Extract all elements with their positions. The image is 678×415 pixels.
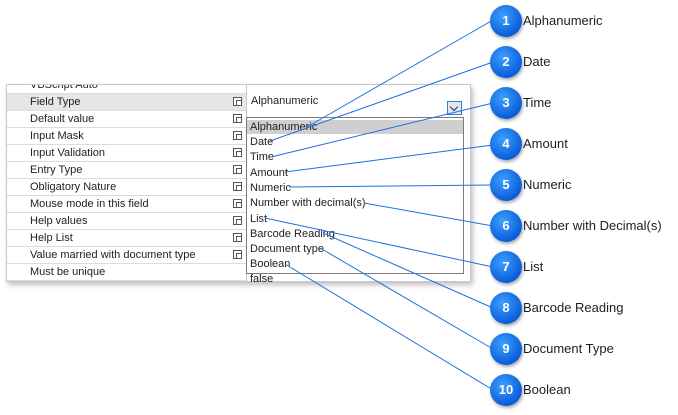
callout-label: Document Type <box>523 341 614 356</box>
property-row-partial-top[interactable]: VBScript Auto <box>7 84 246 94</box>
callout-line-2 <box>269 61 494 142</box>
property-row-help-list[interactable]: Help List <box>7 230 246 247</box>
property-row-default-value[interactable]: Default value <box>7 111 246 128</box>
callout-line-3 <box>270 102 494 158</box>
property-row-field-type[interactable]: Field Type <box>7 94 246 111</box>
property-row-partial-bottom[interactable]: Must be unique <box>7 264 246 281</box>
field-type-combobox[interactable]: Alphanumeric <box>247 93 470 110</box>
callout-line-1 <box>306 19 494 128</box>
property-label: Mouse mode in this field <box>30 198 149 210</box>
property-value: false <box>250 273 274 285</box>
option-numeric[interactable]: Numeric <box>250 182 291 194</box>
callout-number-badge: 2 <box>490 46 522 78</box>
option-boolean[interactable]: Boolean <box>250 258 291 270</box>
callout-9: 9 Document Type <box>490 333 678 365</box>
property-label: Input Mask <box>30 130 84 142</box>
callout-number-badge: 8 <box>490 292 522 324</box>
property-row-input-validation[interactable]: Input Validation <box>7 145 246 162</box>
callout-number-badge: 1 <box>490 5 522 37</box>
option-amount[interactable]: Amount <box>250 167 288 179</box>
callout-number-badge: 3 <box>490 87 522 119</box>
property-label: Must be unique <box>30 266 106 278</box>
callout-number-badge: 4 <box>490 128 522 160</box>
edit-icon[interactable] <box>233 199 242 208</box>
property-row-entry-type[interactable]: Entry Type <box>7 162 246 179</box>
edit-icon[interactable] <box>233 216 242 225</box>
callout-3: 3 Time <box>490 87 678 119</box>
callout-number-badge: 5 <box>490 169 522 201</box>
edit-icon[interactable] <box>233 114 242 123</box>
callout-line-7 <box>264 217 494 268</box>
callout-label: Boolean <box>523 382 571 397</box>
property-row-value-married[interactable]: Value married with document type <box>7 247 246 264</box>
callout-label: List <box>523 259 544 274</box>
callout-label: Numeric <box>523 177 572 192</box>
option-time[interactable]: Time <box>250 151 275 163</box>
callout-number-badge: 6 <box>490 210 522 242</box>
callout-number-badge: 7 <box>490 251 522 283</box>
callout-4: 4 Amount <box>490 128 678 160</box>
option-document-type[interactable]: Document type <box>250 243 324 255</box>
callout-line-8 <box>322 232 494 309</box>
property-row-help-values[interactable]: Help values <box>7 213 246 230</box>
callout-label: Barcode Reading <box>523 300 624 315</box>
property-label: Value married with document type <box>30 249 196 261</box>
edit-icon[interactable] <box>233 250 242 259</box>
property-label: Obligatory Nature <box>30 181 117 193</box>
edit-icon[interactable] <box>233 97 242 106</box>
property-label: Help List <box>30 232 73 244</box>
callout-8: 8 Barcode Reading <box>490 292 678 324</box>
property-row-mouse-mode[interactable]: Mouse mode in this field <box>7 196 246 213</box>
field-type-dropdown-list: Alphanumeric Date Time Amount Numeric Nu… <box>246 117 464 274</box>
callout-label: Alphanumeric <box>523 13 603 28</box>
callout-label: Time <box>523 95 552 110</box>
option-barcode-reading[interactable]: Barcode Reading <box>250 228 336 240</box>
property-label: Default value <box>30 113 95 125</box>
callout-7: 7 List <box>490 251 678 283</box>
property-label: Field Type <box>30 96 81 108</box>
edit-icon[interactable] <box>233 165 242 174</box>
property-label: Entry Type <box>30 164 83 176</box>
edit-icon[interactable] <box>233 148 242 157</box>
combobox-value: Alphanumeric <box>251 95 319 107</box>
callout-1: 1 Alphanumeric <box>490 5 678 37</box>
option-date[interactable]: Date <box>250 136 274 148</box>
property-row-obligatory-nature[interactable]: Obligatory Nature <box>7 179 246 196</box>
callout-line-9 <box>319 247 494 350</box>
edit-icon[interactable] <box>233 131 242 140</box>
callout-line-4 <box>284 144 494 173</box>
property-label: VBScript Auto <box>30 84 98 91</box>
property-label: Help values <box>30 215 88 227</box>
callout-line-10 <box>284 263 494 391</box>
callout-6: 6 Number with Decimal(s) <box>490 210 678 242</box>
callout-number-badge: 10 <box>490 374 522 406</box>
edit-icon[interactable] <box>233 182 242 191</box>
callout-5: 5 Numeric <box>490 169 678 201</box>
property-label: Input Validation <box>30 147 106 159</box>
callout-2: 2 Date <box>490 46 678 78</box>
edit-icon[interactable] <box>233 233 242 242</box>
callout-line-5 <box>288 184 494 188</box>
option-list[interactable]: List <box>250 213 268 225</box>
callout-label: Number with Decimal(s) <box>523 218 662 233</box>
property-row-input-mask[interactable]: Input Mask <box>7 128 246 145</box>
callout-line-6 <box>363 202 494 227</box>
callout-label: Amount <box>523 136 568 151</box>
callout-10: 10 Boolean <box>490 374 678 406</box>
option-number-with-decimals[interactable]: Number with decimal(s) <box>250 197 366 209</box>
callout-label: Date <box>523 54 551 69</box>
callout-number-badge: 9 <box>490 333 522 365</box>
